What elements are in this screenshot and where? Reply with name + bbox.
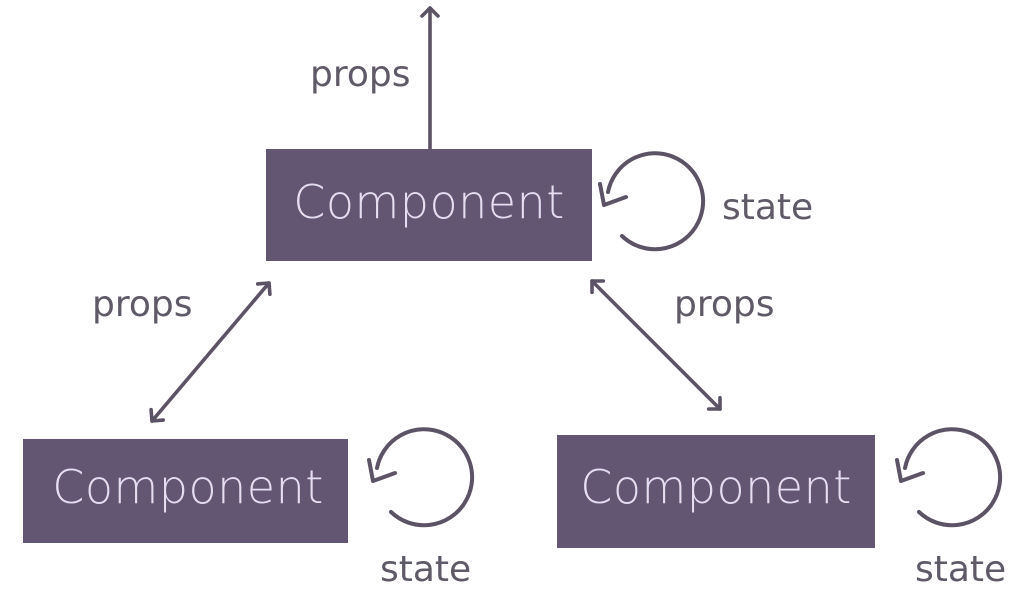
- state-loop-icon: [598, 151, 706, 252]
- component-box-bottom-right: Component: [557, 435, 875, 548]
- props-left-double-arrow: [149, 281, 272, 423]
- props-top-label: props: [310, 54, 411, 95]
- props-left-label: props: [92, 284, 193, 325]
- state-bottom-left-label: state: [380, 549, 471, 590]
- state-loop-icon: [895, 427, 1003, 528]
- component-bottom-right-label: Component: [580, 460, 852, 514]
- component-box-bottom-left: Component: [23, 439, 348, 543]
- component-box-top: Component: [266, 149, 592, 261]
- state-top-label: state: [722, 187, 813, 228]
- props-right-double-arrow: [590, 279, 722, 411]
- component-top-label: Component: [293, 175, 565, 229]
- props-right-label: props: [674, 284, 775, 325]
- state-bottom-right-label: state: [915, 549, 1006, 590]
- component-bottom-left-label: Component: [52, 460, 324, 514]
- state-loop-icon: [367, 427, 475, 528]
